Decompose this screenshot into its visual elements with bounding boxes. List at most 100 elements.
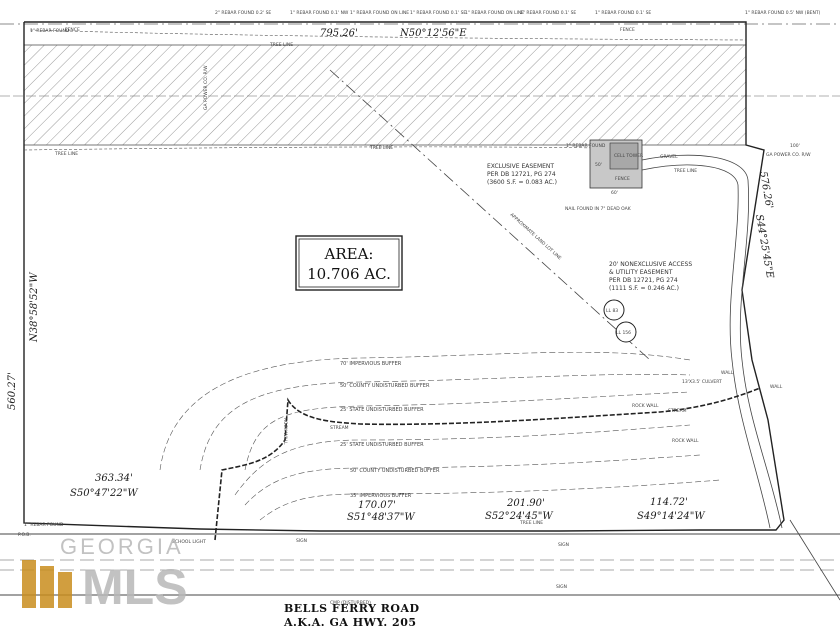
tree-line-north	[29, 29, 747, 41]
exclusive-easement-line2: PER DB 12721, PG 274	[487, 171, 556, 178]
tree-line-label-north: TREE LINE	[269, 42, 293, 48]
top-rebar-8: 1" REBAR FOUND 0.5' NW (BENT)	[745, 10, 821, 16]
land-lot-156-marker	[615, 321, 637, 343]
buffer-label-6: 35' IMPERVIOUS BUFFER	[350, 493, 412, 499]
stream-label-east: STREAM	[668, 408, 687, 414]
fence-label-north-2: FENCE	[620, 27, 635, 33]
area-label: AREA:	[324, 245, 374, 263]
stream	[214, 387, 761, 541]
buffer-label-1: 70' IMPERVIOUS BUFFER	[340, 361, 402, 367]
north-distance: 795.26'	[320, 28, 358, 39]
land-lot-156: LL 156	[616, 330, 631, 336]
top-rebar-5: 1" REBAR FOUND ON LINE	[465, 10, 524, 16]
road-name: BELLS FERRY ROAD	[284, 602, 420, 615]
rock-wall-label-1: ROCK WALL	[632, 403, 659, 409]
gravel-road	[641, 154, 783, 529]
tree-line-mid	[23, 146, 601, 151]
rebar-found-cell: 1" REBAR FOUND	[566, 143, 606, 149]
east-distance: 576.26'	[757, 171, 774, 210]
access-easement-line4: (1111 S.F. = 0.246 AC.)	[609, 285, 679, 292]
ga-power-label-west: GA POWER CO. R/W	[203, 65, 209, 110]
access-easement-line3: PER DB 12721, PG 274	[609, 277, 678, 284]
rock-wall-label-3: ROCK WALL	[282, 418, 288, 445]
access-easement-line1: 20' NONEXCLUSIVE ACCESS	[609, 261, 692, 268]
s1-distance: 363.34'	[95, 473, 133, 484]
sign-label-3: SIGN	[556, 584, 567, 590]
s3-bearing: S52°24'45"W	[485, 511, 553, 522]
area-box	[295, 235, 403, 291]
ga-power-label: GA POWER CO. R/W	[766, 152, 811, 158]
west-distance: 560.27'	[7, 372, 18, 410]
west-bearing: N38°58'52"W	[29, 272, 40, 343]
tree-line-label-mid: TREE LINE	[54, 151, 78, 157]
sign-label-1: SIGN	[296, 538, 307, 544]
buffer-line-1	[159, 351, 691, 471]
buffer-line-5	[244, 454, 701, 506]
buffer-label-2: 50' COUNTY UNDISTURBED BUFFER	[340, 383, 430, 389]
pob-label: P.O.B.	[18, 532, 31, 538]
gravel-road-edge	[641, 164, 771, 529]
road-right-edge	[789, 519, 840, 601]
exclusive-easement-line1: EXCLUSIVE EASEMENT	[487, 163, 554, 170]
tree-line-label-east: TREE LINE	[673, 168, 697, 174]
area-value: 10.706 AC.	[307, 265, 391, 283]
s4-bearing: S49°14'24"W	[637, 511, 705, 522]
buffer-line-3	[244, 391, 691, 471]
cmp-disturbed-label: CMP (DISTURBED)	[330, 600, 371, 606]
land-lot-83: LL 83	[606, 308, 618, 314]
cell-tower-dim-50: 50'	[595, 162, 602, 168]
top-rebar-7: 1" REBAR FOUND 0.1' SE	[595, 10, 651, 16]
area-box-inner	[298, 238, 400, 288]
s2-distance: 170.07'	[358, 500, 396, 511]
top-rebar-1: 2" REBAR FOUND 0.2' SE	[215, 10, 271, 16]
top-rebar-6: 1" REBAR FOUND 0.1' SE	[520, 10, 576, 16]
buffer-line-2	[199, 374, 691, 471]
gravel-label: GRAVEL	[660, 154, 678, 160]
tree-line-label-south: TREE LINE	[519, 520, 543, 526]
buffer-line-6	[259, 479, 721, 521]
watermark-logo-bar-3	[58, 572, 72, 608]
cell-tower-compound	[609, 142, 639, 170]
s3-distance: 201.90'	[506, 498, 545, 509]
buffer-label-4: 25' STATE UNDISTURBED BUFFER	[340, 442, 424, 448]
watermark-logo-bar-2	[40, 566, 54, 608]
cell-tower-fence: FENCE	[615, 176, 630, 182]
property-boundary	[23, 21, 785, 532]
rebar-found-pob: 1" REBAR FOUND	[24, 522, 64, 528]
watermark-logo-bar-1	[22, 560, 36, 608]
sign-label-2: SIGN	[558, 542, 569, 548]
buffer-label-5: 50' COUNTY UNDISTURBED BUFFER	[350, 468, 440, 474]
culvert-label: 13'X3.5' CULVERT	[682, 379, 722, 385]
wall-label-1: WALL	[721, 370, 734, 376]
ga-power-100: 100'	[790, 143, 800, 149]
rock-wall-label-2: ROCK WALL	[672, 438, 699, 444]
nail-found-label: NAIL FOUND IN 7" DEAD OAK	[565, 206, 632, 212]
land-lot-line-label: APPROXIMATE LAND LOT LINE	[509, 212, 563, 261]
land-lot-83-marker	[603, 299, 625, 321]
fence-label-north-1: FENCE	[65, 27, 80, 33]
north-bearing: N50°12'56"E	[399, 28, 467, 39]
s2-bearing: S51°48'37"W	[347, 512, 415, 523]
cell-tower-dim-60: 60'	[611, 190, 618, 196]
watermark-mls: MLS	[82, 559, 188, 615]
wall-label-2: WALL	[770, 384, 783, 390]
access-easement-line2: & UTILITY EASEMENT	[609, 269, 673, 276]
exclusive-easement-line3: (3600 S.F. = 0.083 AC.)	[487, 179, 557, 186]
road-aka: A.K.A. GA HWY. 205	[283, 616, 417, 628]
school-light-label: SCHOOL LIGHT	[172, 539, 206, 545]
east-bearing: S44°25'45"E	[753, 214, 775, 280]
cell-tower-label: CELL TOWER	[614, 153, 643, 159]
buffer-line-4	[234, 424, 691, 496]
land-lot-line	[329, 69, 651, 361]
top-rebar-3: 1" REBAR FOUND ON LINE	[350, 10, 409, 16]
s1-bearing: S50°47'22"W	[70, 488, 138, 499]
top-rebar-4: 1" REBAR FOUND 0.1' SE	[410, 10, 466, 16]
rebar-found-nw: 1" REBAR FOUND	[30, 28, 70, 34]
buffer-label-3: 25' STATE UNDISTURBED BUFFER	[340, 407, 424, 413]
watermark-georgia: GEORGIA	[60, 534, 184, 559]
georgia-mls-watermark: GEORGIA MLS	[22, 534, 188, 615]
tree-line-label-mid-2: TREE LINE	[369, 145, 393, 151]
top-rebar-2: 1" REBAR FOUND 0.1' NW	[290, 10, 349, 16]
stream-label: STREAM	[330, 425, 349, 431]
